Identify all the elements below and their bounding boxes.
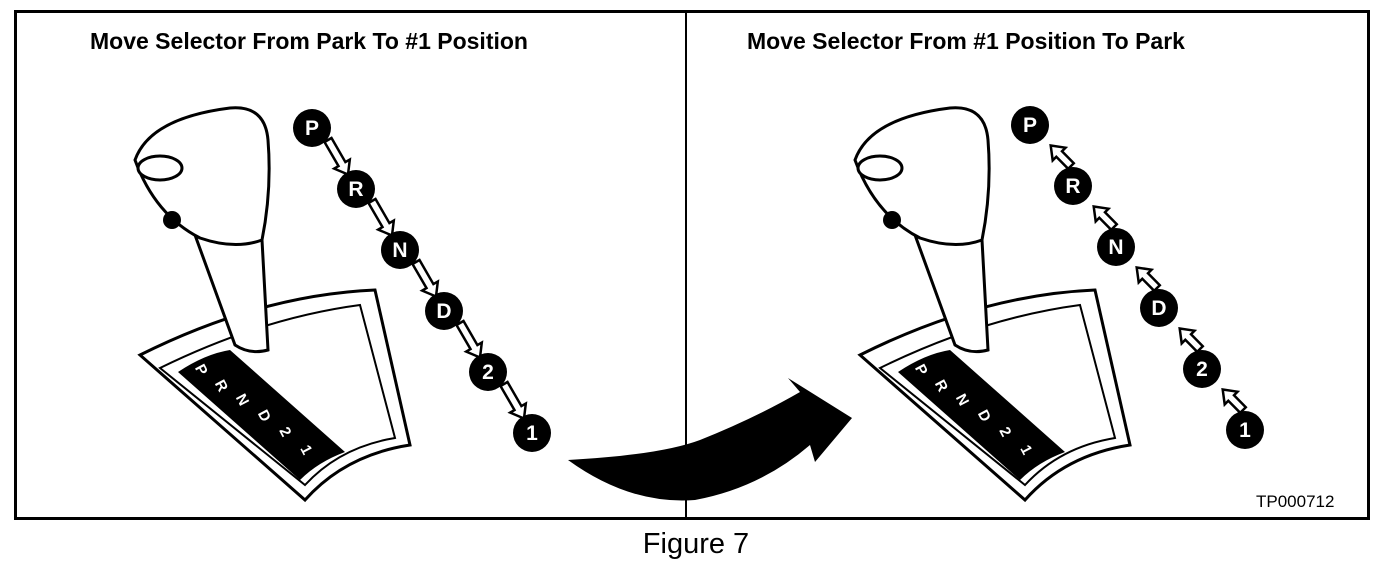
up-gear-label: 2 [1196, 358, 1208, 381]
up-gear-label: 1 [1239, 419, 1251, 442]
left-panel-title: Move Selector From Park To #1 Position [90, 28, 528, 54]
gear-sequence-down: P R N D 2 1 [293, 109, 551, 452]
up-gear-label: N [1108, 236, 1123, 259]
figure-caption: Figure 7 [642, 528, 750, 560]
up-arrow-icon [1049, 144, 1076, 171]
down-arrow-icon [498, 380, 528, 421]
down-gear-circle [293, 109, 331, 147]
up-arrow-icon [1135, 266, 1162, 293]
down-gear-circle [513, 414, 551, 452]
down-gear-circle [469, 353, 507, 391]
down-gear-label: N [392, 239, 407, 262]
down-gear-label: D [436, 300, 451, 323]
down-arrow-icon [366, 197, 396, 238]
up-gear-circle [1011, 106, 1049, 144]
down-gear-circle [381, 231, 419, 269]
up-gear-circle [1054, 167, 1092, 205]
up-gear-label: R [1065, 175, 1080, 198]
right-panel-title: Move Selector From #1 Position To Park [747, 28, 1185, 54]
down-gear-label: P [305, 117, 319, 140]
figure-frame [14, 10, 1370, 520]
down-gear-circle [425, 292, 463, 330]
gear-shifter-right [853, 106, 1132, 502]
up-arrow-icon [1092, 205, 1119, 232]
transition-arrow-icon [568, 378, 852, 501]
reference-code: TP000712 [1256, 492, 1335, 511]
panel-divider [685, 10, 687, 520]
down-gear-circle [337, 170, 375, 208]
down-arrow-icon [410, 258, 440, 299]
gear-shifter-left [133, 106, 412, 502]
down-gear-label: R [348, 178, 363, 201]
up-gear-label: P [1023, 114, 1037, 137]
down-arrow-icon [322, 136, 352, 177]
gear-sequence-up: P R N D 2 1 [1011, 106, 1264, 449]
up-gear-circle [1183, 350, 1221, 388]
up-gear-circle [1097, 228, 1135, 266]
up-gear-label: D [1151, 297, 1166, 320]
up-arrow-icon [1221, 388, 1248, 415]
up-arrow-icon [1178, 327, 1205, 354]
down-arrow-icon [454, 319, 484, 360]
down-gear-label: 2 [482, 361, 494, 384]
down-gear-label: 1 [526, 422, 538, 445]
up-gear-circle [1140, 289, 1178, 327]
up-gear-circle [1226, 411, 1264, 449]
